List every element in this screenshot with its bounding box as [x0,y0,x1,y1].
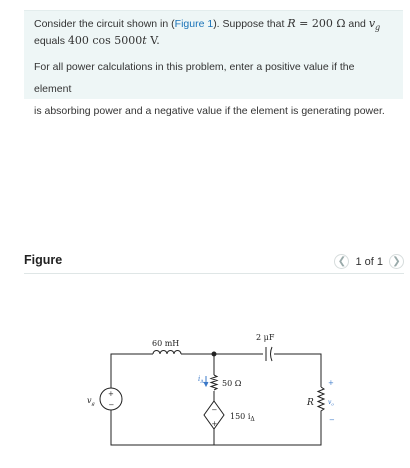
instruction-line-2: is absorbing power and a negative value … [34,105,385,118]
output-plus: + [328,379,334,387]
circuit-diagram: 60 mH 2 μF 50 Ω iΔ − + 150 iΔ + − vg R +… [87,333,335,446]
figure-pager: ❮ 1 of 1 ❯ [334,254,404,269]
resistor-50-symbol [209,374,219,391]
dependent-source-symbol [203,400,225,430]
dependent-source-minus: − [212,406,218,414]
output-minus: − [329,416,335,424]
inductor-symbol [152,350,182,355]
load-resistor-label: R [306,398,314,408]
chevron-right-icon[interactable]: ❯ [389,254,404,269]
capacitor-symbol [265,346,273,362]
problem-statement: Consider the circuit shown in (Figure 1)… [24,10,403,117]
chevron-left-icon[interactable]: ❮ [334,254,350,269]
current-label: iΔ [198,375,204,385]
resistor-50-label: 50 Ω [222,379,242,388]
source-plus: + [108,390,114,398]
load-resistor-symbol [316,386,326,419]
figure-divider [24,273,404,274]
voltage-source-symbol [99,387,123,411]
problem-line-2: equals 400 cos 5000t V. [34,34,160,48]
instruction-line-1: For all power calculations in this probl… [34,61,355,96]
pager-text: 1 of 1 [355,255,383,268]
inductor-label: 60 mH [152,339,179,348]
dependent-source-plus: + [212,420,218,428]
figure-link[interactable]: Figure 1 [174,18,214,30]
problem-line-1: Consider the circuit shown in (Figure 1)… [34,17,381,33]
junction-dot [211,351,217,357]
output-label: vo [328,399,334,407]
source-label: vg [87,396,95,407]
circuit-wires [110,353,322,446]
capacitor-label: 2 μF [256,333,275,342]
source-minus: − [109,401,115,409]
figure-title: Figure [24,253,63,267]
current-arrow-icon [203,376,209,388]
dependent-source-label: 150 iΔ [230,412,255,423]
